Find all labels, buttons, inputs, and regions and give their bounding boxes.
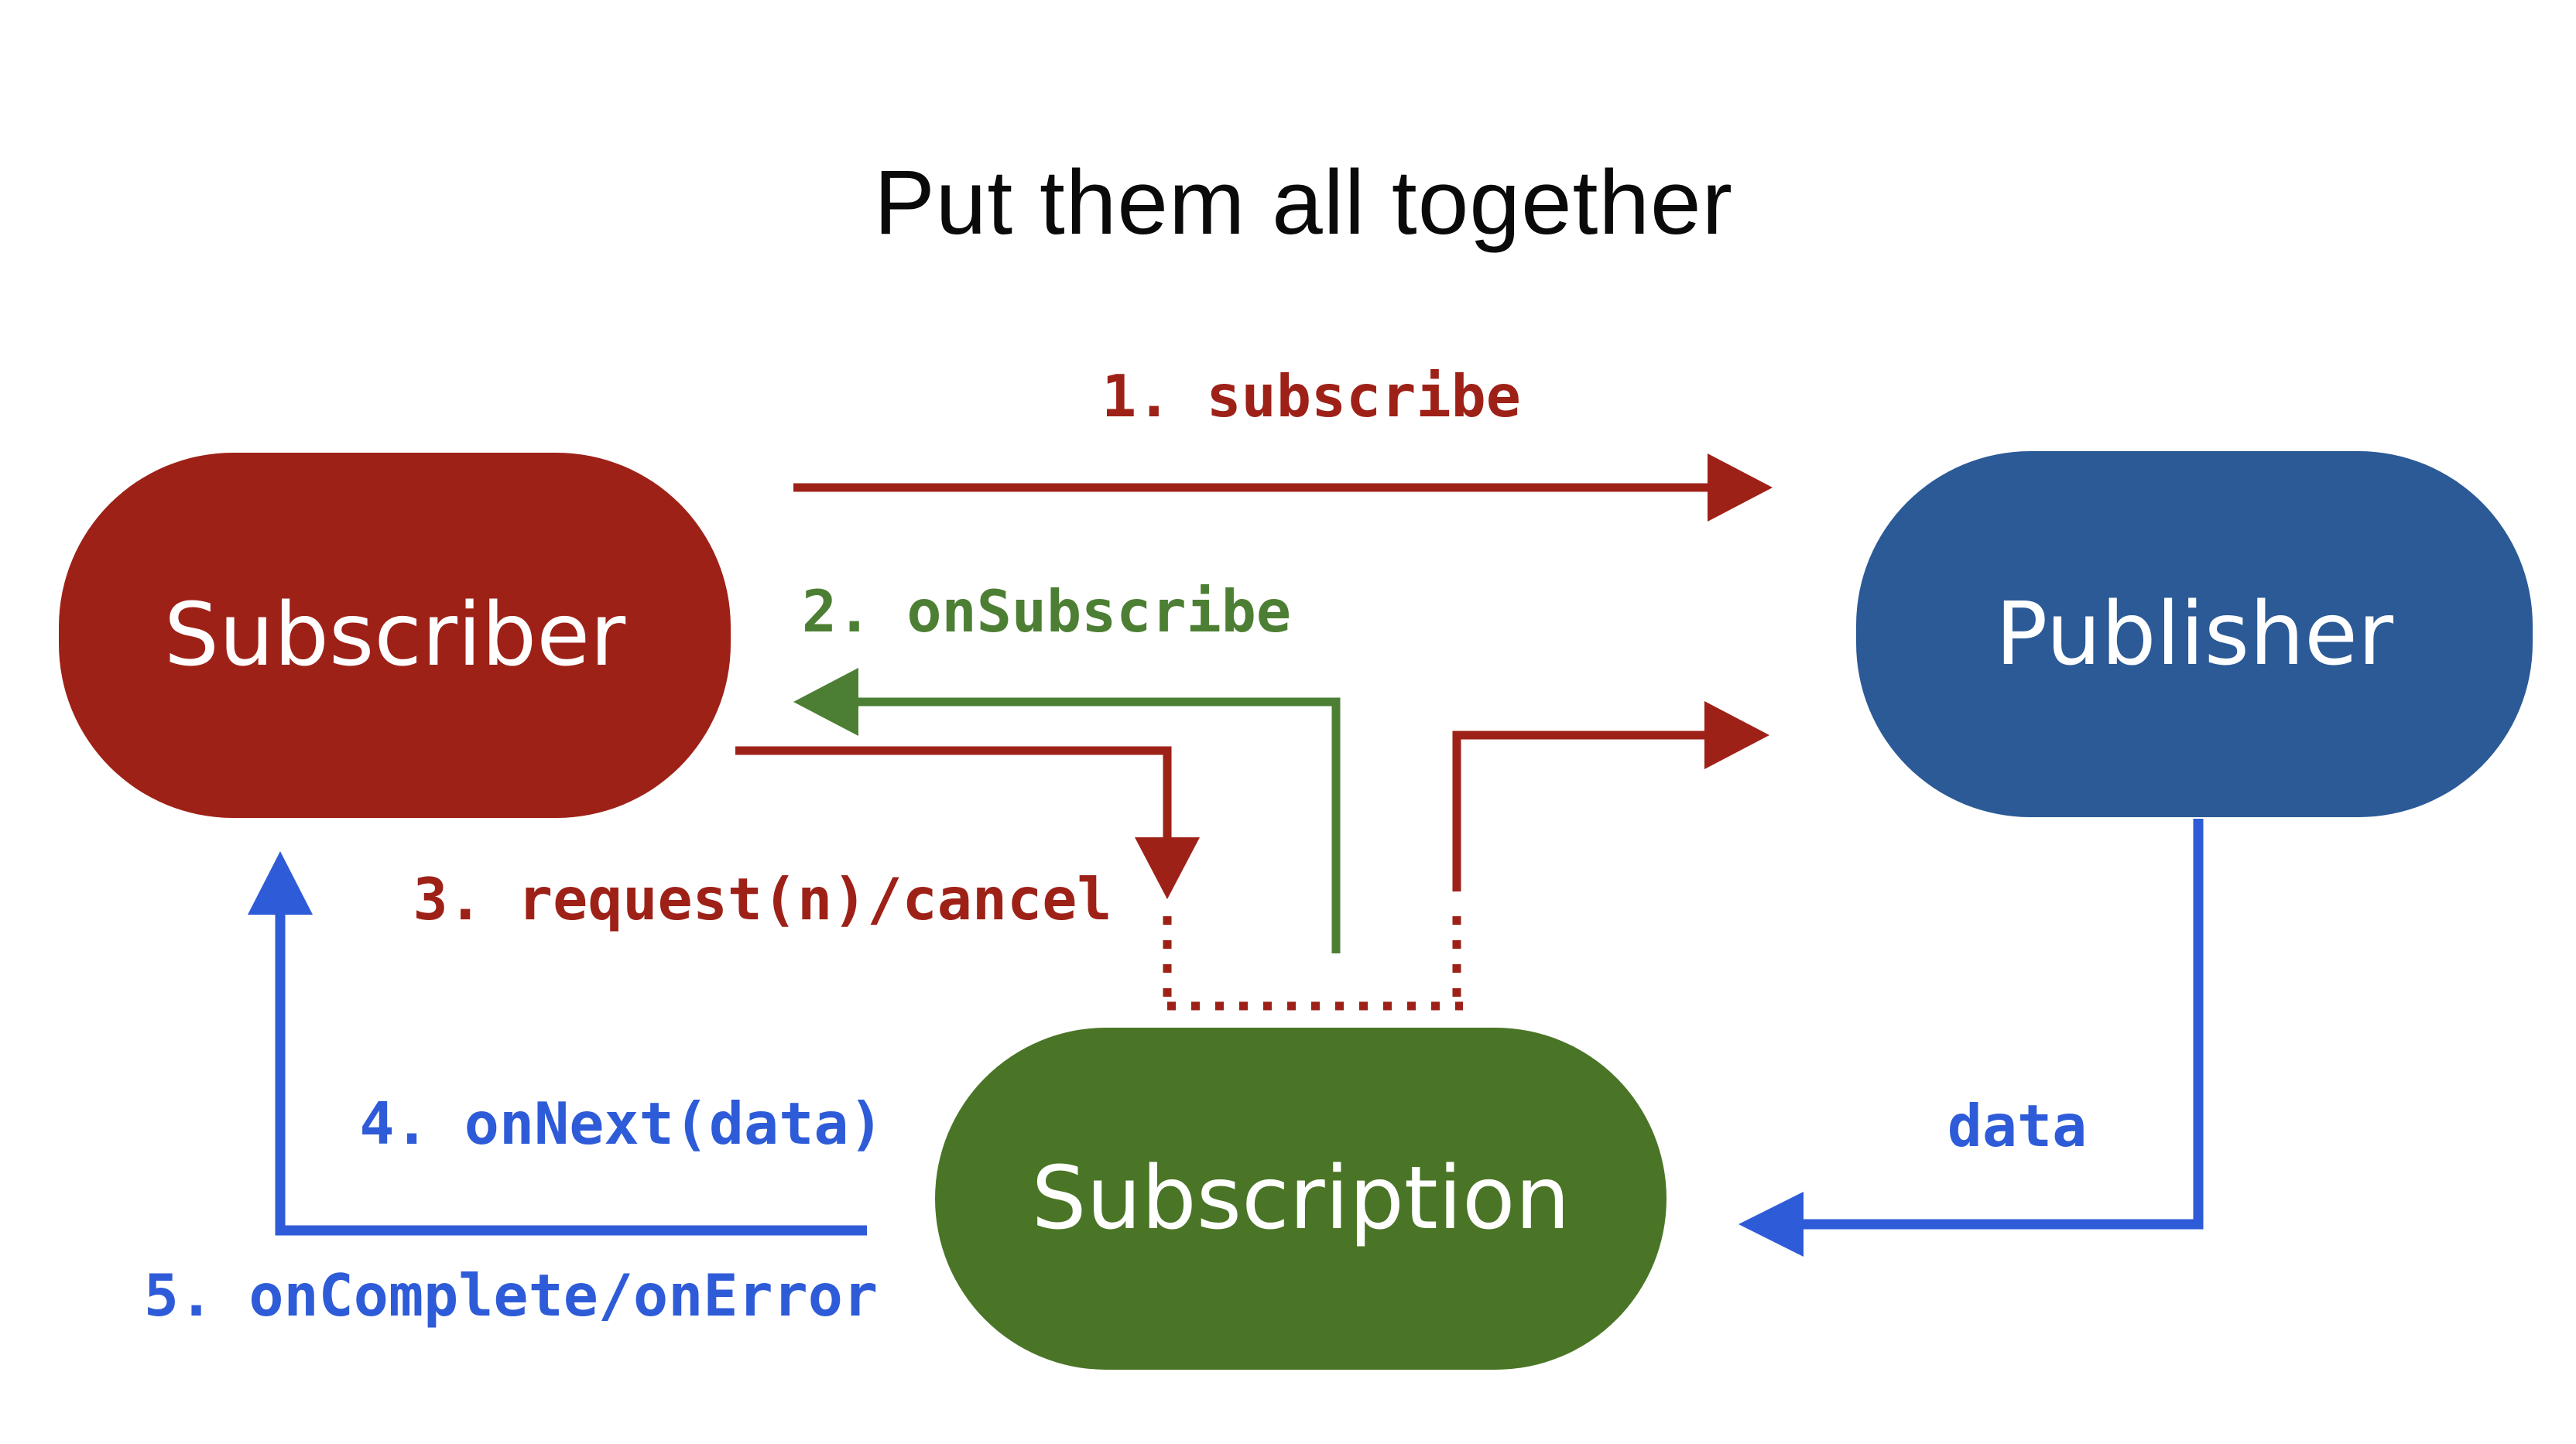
data-arrowhead (1738, 1192, 1804, 1257)
onnext-arrow-path (275, 913, 867, 1236)
step3-request-cancel-label: 3. request(n)/cancel (413, 865, 1112, 933)
data-arrow-path (1800, 819, 2204, 1230)
subscription-node-label: Subscription (1031, 1148, 1571, 1249)
step1-subscribe-label: 1. subscribe (1101, 362, 1521, 430)
step2-onsubscribe-label: 2. onSubscribe (801, 577, 1292, 645)
subscriber-node: Subscriber (59, 453, 731, 818)
subscriber-node-label: Subscriber (163, 585, 626, 686)
onsubscribe-arrow-path (855, 697, 1341, 953)
request-cancel-arrow-path (735, 746, 1172, 840)
step5-oncomplete-onerror-label: 5. onComplete/onError (143, 1261, 879, 1329)
subscription-to-publisher-arrow-path (1452, 731, 1708, 891)
request-cancel-arrowhead (1135, 837, 1200, 899)
onsubscribe-arrowhead (793, 668, 858, 736)
data-flow-label: data (1947, 1092, 2088, 1160)
page-title: Put them all together (874, 152, 1733, 254)
publisher-node-label: Publisher (1995, 583, 2394, 685)
publisher-node: Publisher (1856, 451, 2533, 817)
step4-onnext-label: 4. onNext(data) (359, 1090, 884, 1158)
subscribe-arrowhead (1708, 453, 1773, 522)
onnext-arrowhead (248, 851, 313, 915)
subscription-to-publisher-arrowhead (1704, 701, 1769, 769)
subscription-node: Subscription (935, 1028, 1667, 1370)
